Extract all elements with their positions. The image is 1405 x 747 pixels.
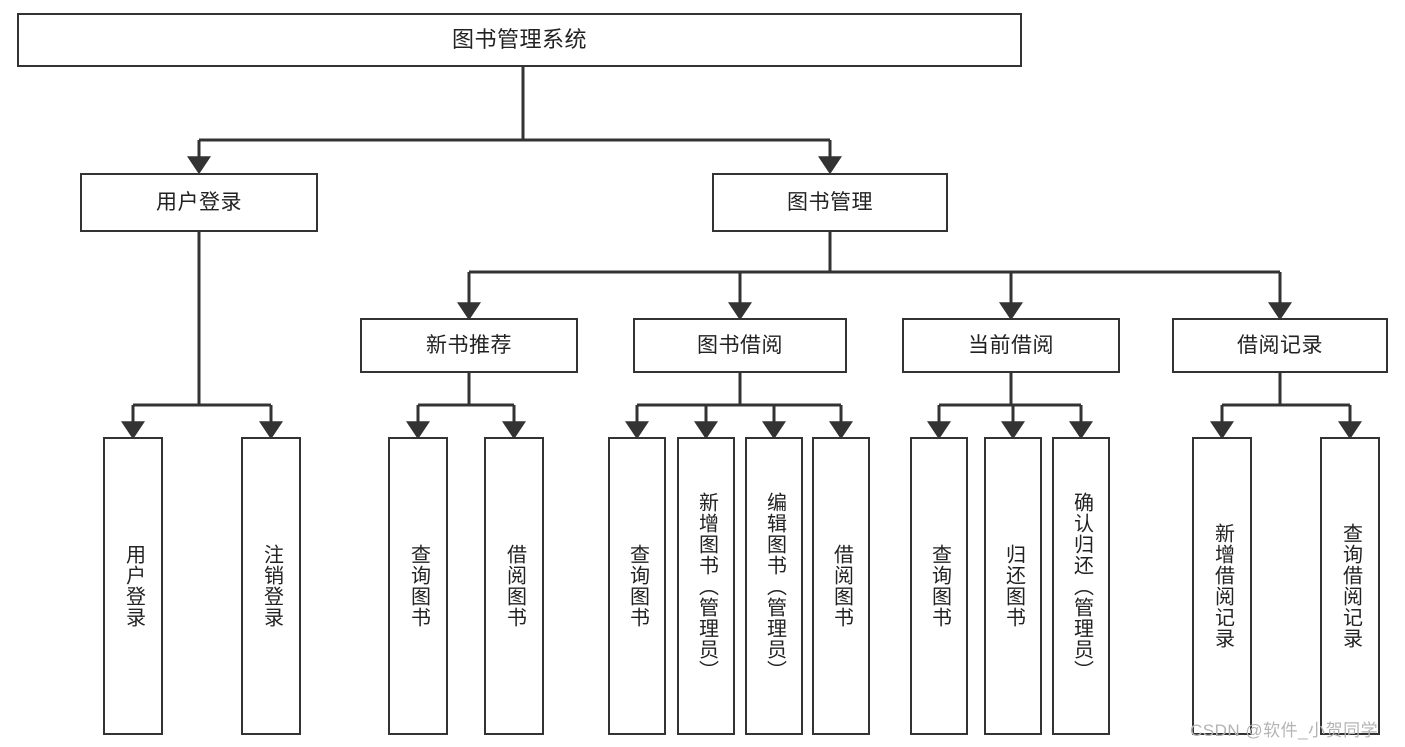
node-label: 借阅图书 bbox=[830, 544, 853, 628]
node-label: 查询图书 bbox=[626, 544, 649, 628]
node-label: 用户登录 bbox=[156, 190, 242, 214]
leaf-edit-book-admin[interactable]: 编辑图书（管理员） bbox=[745, 437, 803, 735]
node-user-login[interactable]: 用户登录 bbox=[80, 173, 318, 232]
node-new-book-recommend[interactable]: 新书推荐 bbox=[360, 318, 578, 373]
node-borrow-record[interactable]: 借阅记录 bbox=[1172, 318, 1388, 373]
node-label: 图书管理 bbox=[787, 190, 873, 214]
node-label: 图书借阅 bbox=[697, 333, 783, 357]
node-label: 当前借阅 bbox=[968, 333, 1054, 357]
node-label: 新增借阅记录 bbox=[1211, 523, 1234, 649]
leaf-confirm-return-admin[interactable]: 确认归还（管理员） bbox=[1052, 437, 1110, 735]
node-label: 借阅图书 bbox=[503, 544, 526, 628]
leaf-add-book-admin[interactable]: 新增图书（管理员） bbox=[677, 437, 735, 735]
leaf-borrow-book-recommend[interactable]: 借阅图书 bbox=[484, 437, 544, 735]
node-book-management[interactable]: 图书管理 bbox=[712, 173, 948, 232]
leaf-query-book-recommend[interactable]: 查询图书 bbox=[388, 437, 448, 735]
leaf-user-login[interactable]: 用户登录 bbox=[103, 437, 163, 735]
node-label: 查询图书 bbox=[407, 544, 430, 628]
node-label: 确认归还（管理员） bbox=[1070, 491, 1093, 681]
leaf-logout-login[interactable]: 注销登录 bbox=[241, 437, 301, 735]
leaf-query-book-borrow[interactable]: 查询图书 bbox=[608, 437, 666, 735]
leaf-borrow-book[interactable]: 借阅图书 bbox=[812, 437, 870, 735]
node-label: 查询借阅记录 bbox=[1339, 523, 1362, 649]
node-label: 新增图书（管理员） bbox=[695, 491, 718, 681]
csdn-watermark: CSDN @软件_小贺同学 bbox=[1190, 721, 1379, 740]
node-label: 查询图书 bbox=[928, 544, 951, 628]
node-label: 归还图书 bbox=[1002, 544, 1025, 628]
node-label: 新书推荐 bbox=[426, 333, 512, 357]
node-book-borrow[interactable]: 图书借阅 bbox=[633, 318, 847, 373]
leaf-query-book-current[interactable]: 查询图书 bbox=[910, 437, 968, 735]
node-label: 借阅记录 bbox=[1237, 333, 1323, 357]
leaf-add-borrow-record[interactable]: 新增借阅记录 bbox=[1192, 437, 1252, 735]
node-label: 图书管理系统 bbox=[451, 26, 587, 52]
leaf-return-book[interactable]: 归还图书 bbox=[984, 437, 1042, 735]
leaf-query-borrow-record[interactable]: 查询借阅记录 bbox=[1320, 437, 1380, 735]
node-current-borrow[interactable]: 当前借阅 bbox=[902, 318, 1120, 373]
node-label: 编辑图书（管理员） bbox=[763, 491, 786, 681]
node-label: 注销登录 bbox=[260, 544, 283, 628]
node-label: 用户登录 bbox=[122, 544, 145, 628]
node-root-book-management-system[interactable]: 图书管理系统 bbox=[17, 13, 1022, 67]
